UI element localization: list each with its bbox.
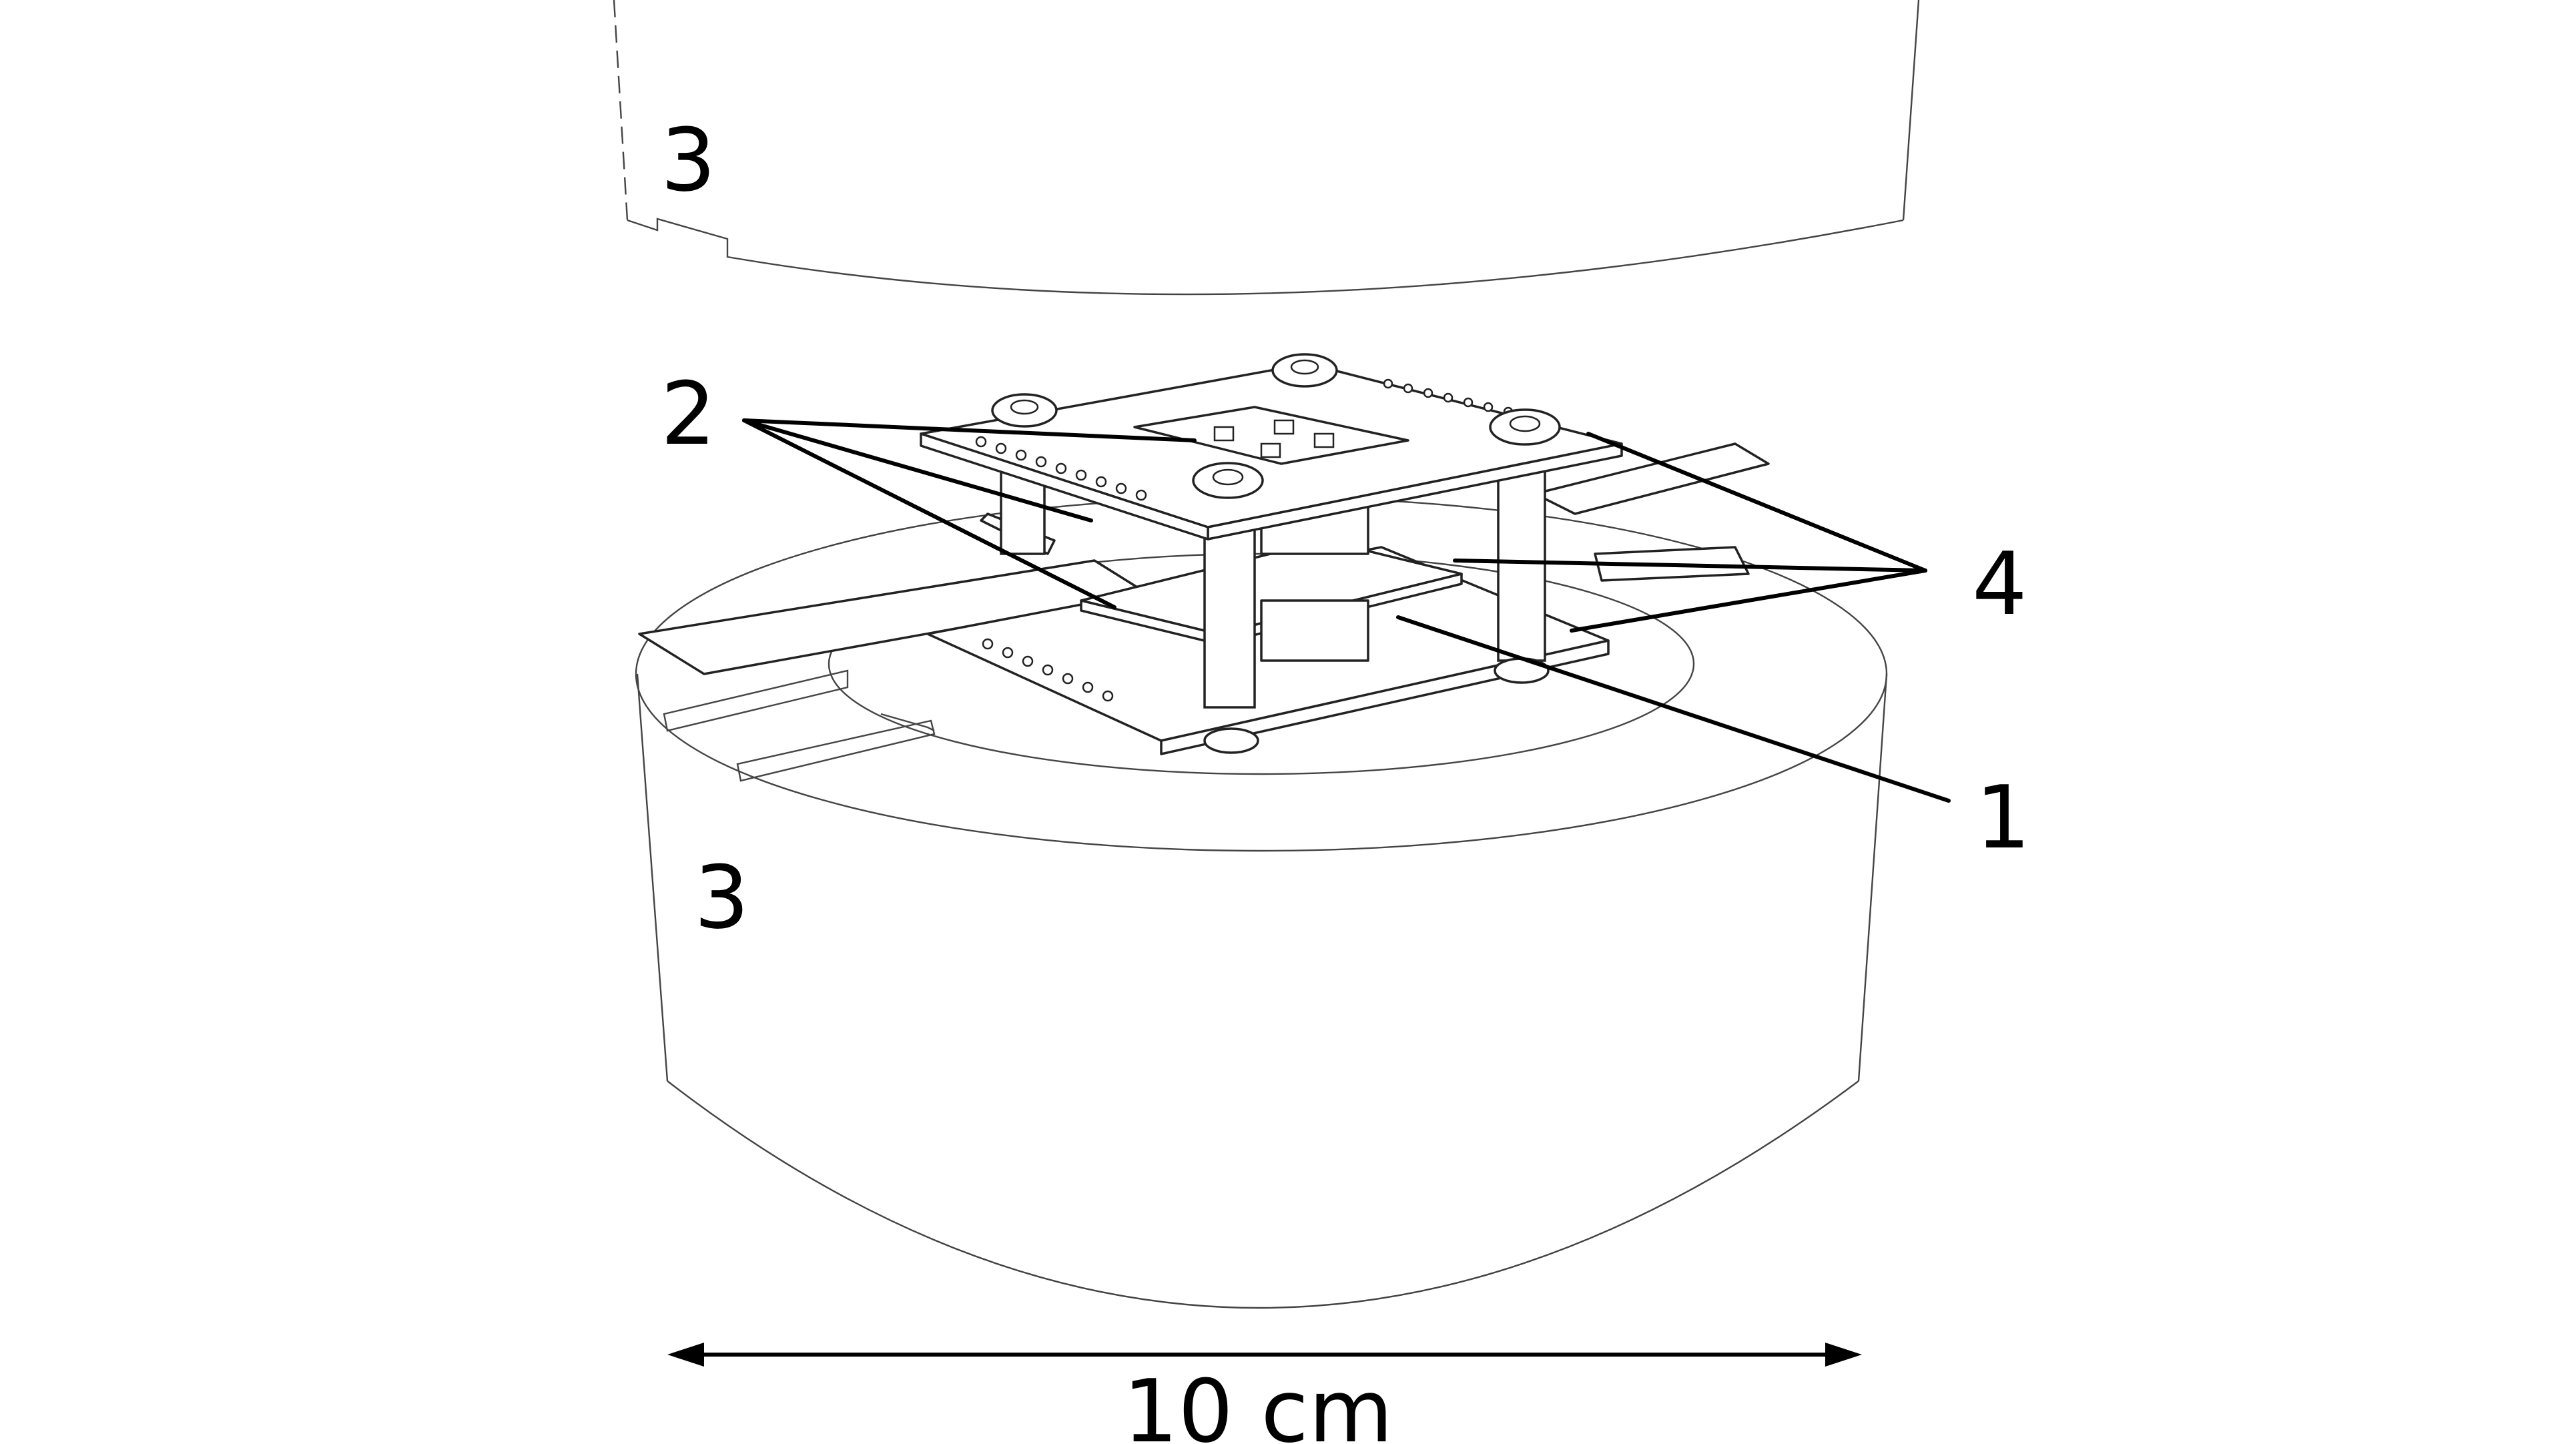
lower-housing-slot-left: [663, 669, 849, 732]
label-boards: 2: [661, 363, 716, 464]
upper-housing: 3: [613, 0, 1920, 296]
pcb-stack: [920, 353, 1623, 755]
chip-pad: [1273, 419, 1295, 435]
leader-spacers-middle: [1453, 559, 1927, 573]
pin-holes-bottom: [982, 638, 1114, 702]
leader-spacers-bottom: [1570, 569, 1927, 633]
lower-housing-right-wall: [1857, 673, 1888, 1082]
connector-strip-right: [1534, 442, 1770, 515]
chip-pad: [1313, 432, 1335, 448]
leader-sensor: [1396, 615, 1951, 803]
chip-window: [1133, 406, 1409, 465]
nut-bottom-right: [1494, 657, 1550, 684]
hex-nuts: [991, 353, 1561, 754]
lower-housing-recess-edge: [880, 713, 935, 732]
label-sensor: 1: [1975, 767, 2031, 868]
scale-bar-arrow-left: [667, 1343, 704, 1367]
upper-housing-bottom-rim: [627, 218, 1904, 296]
nut-bottom: [1203, 727, 1259, 754]
scale-bar-label: 10 cm: [1123, 1361, 1393, 1444]
lower-housing-left-wall: [636, 673, 669, 1082]
lower-housing-bottom: [667, 1080, 1859, 1309]
board-top-edge-left: [920, 432, 1209, 540]
connector-strips: [638, 442, 1770, 675]
leader-boards-top: [742, 418, 1197, 442]
chip-pad: [1213, 426, 1235, 442]
callouts: 2 4 1: [661, 363, 2031, 868]
spacer-pillar-front-left: [1203, 506, 1256, 709]
label-lower-housing: 3: [694, 847, 749, 948]
chip-pad: [1260, 442, 1281, 458]
leader-boards-middle: [742, 418, 1093, 522]
scale-bar: 10 cm: [667, 1343, 1862, 1444]
leader-spacers-top: [1586, 432, 1927, 573]
lower-housing-slot-left-lower: [736, 719, 936, 782]
label-upper-housing: 3: [661, 109, 716, 211]
label-spacers: 4: [1972, 533, 2027, 635]
upper-housing-left-edge: [613, 0, 629, 221]
sensor-block: [1260, 599, 1369, 662]
scale-bar-arrow-right: [1825, 1343, 1862, 1367]
upper-housing-right-edge: [1902, 0, 1920, 221]
leader-boards-bottom: [742, 418, 1116, 609]
